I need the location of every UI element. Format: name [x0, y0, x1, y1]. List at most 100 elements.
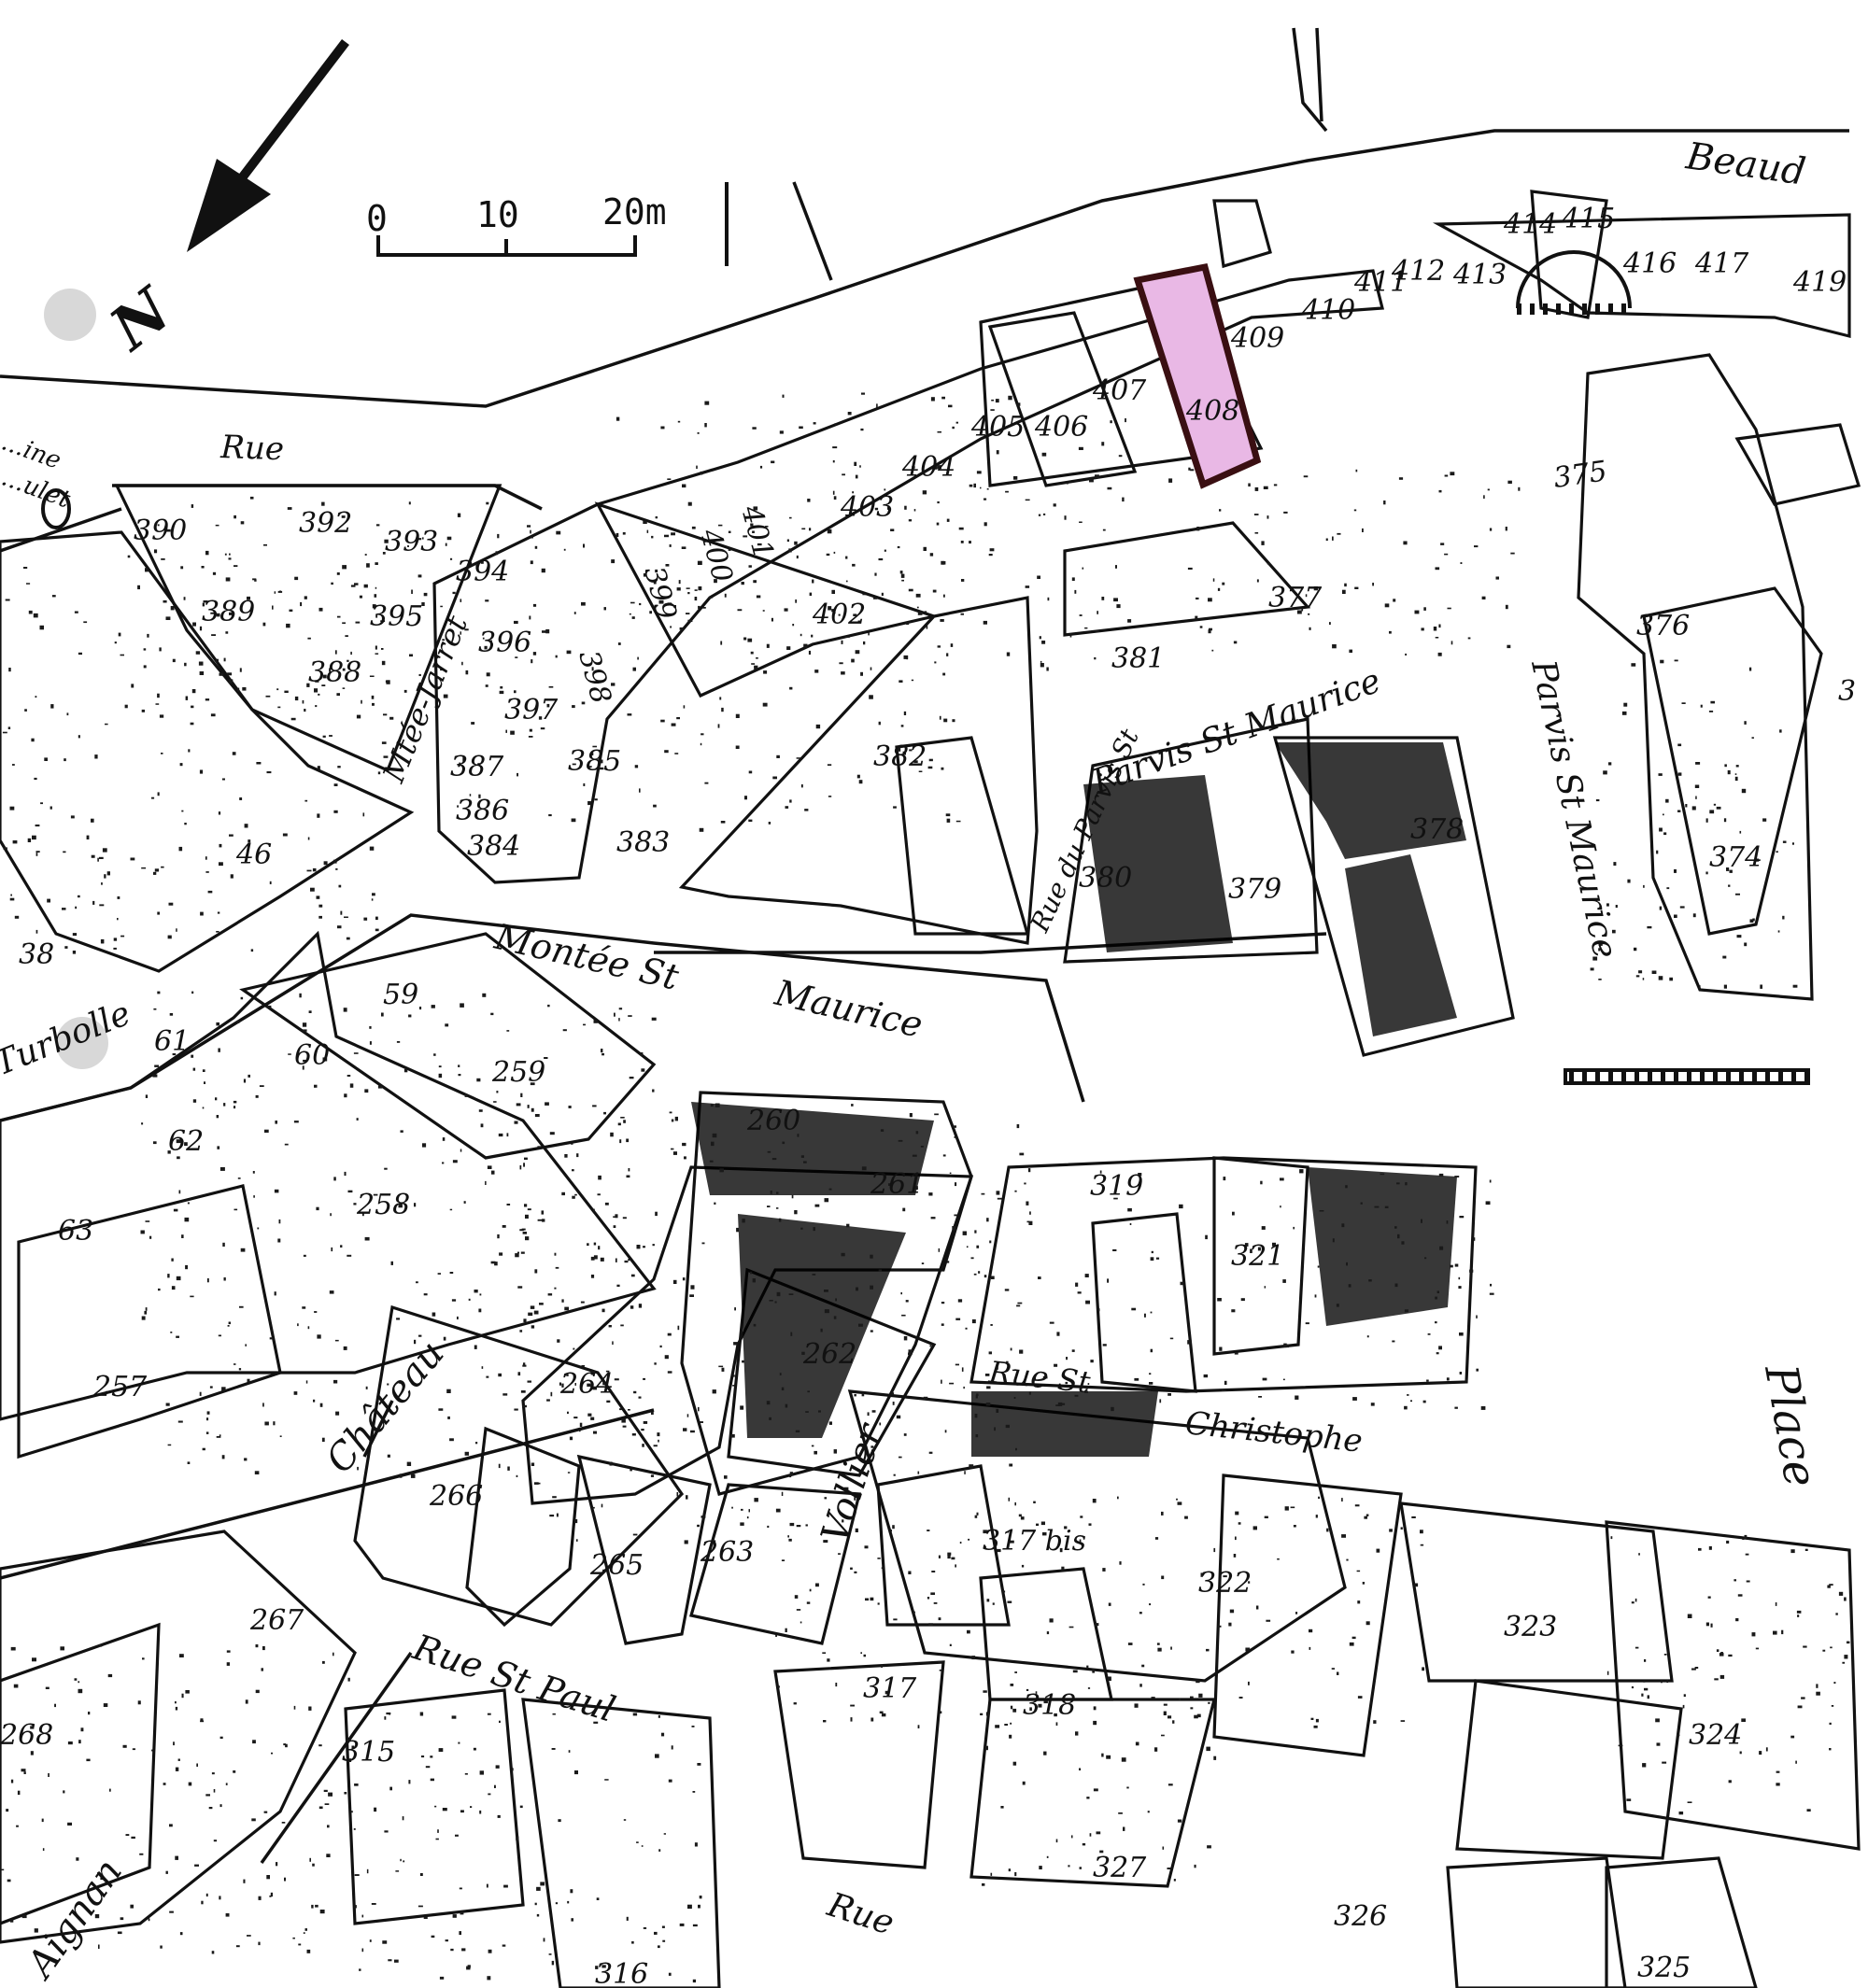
speckle-mark — [813, 1227, 815, 1232]
speckle-mark — [502, 1225, 506, 1228]
speckle-mark — [1489, 1292, 1494, 1295]
speckle-mark — [192, 1067, 196, 1071]
speckle-mark — [946, 1261, 950, 1263]
speckle-mark — [297, 1323, 299, 1327]
speckle-mark — [98, 1644, 103, 1647]
speckle-mark — [731, 1506, 733, 1509]
speckle-mark — [170, 1332, 173, 1333]
speckle-mark — [1435, 567, 1440, 571]
speckle-mark — [438, 1073, 443, 1079]
speckle-mark — [269, 881, 272, 884]
speckle-mark — [901, 1314, 906, 1317]
speckle-mark — [720, 641, 723, 645]
speckle-mark — [1608, 762, 1612, 766]
speckle-mark — [686, 1495, 688, 1500]
speckle-mark — [485, 1180, 487, 1185]
speckle-mark — [1101, 597, 1105, 600]
speckle-mark — [855, 650, 860, 655]
speckle-mark — [811, 634, 814, 638]
speckle-mark — [1079, 614, 1083, 616]
speckle-mark — [487, 1713, 491, 1715]
speckle-mark — [1254, 532, 1259, 534]
speckle-mark — [676, 1492, 679, 1497]
speckle-mark — [430, 1778, 434, 1782]
speckle-mark — [1134, 1703, 1139, 1708]
speckle-mark — [785, 1628, 787, 1632]
speckle-mark — [1013, 1397, 1016, 1399]
speckle-mark — [350, 585, 356, 587]
speckle-mark — [222, 1242, 225, 1247]
speckle-mark — [878, 721, 881, 726]
speckle-mark — [1735, 765, 1739, 768]
speckle-mark — [375, 524, 380, 527]
speckle-mark — [581, 601, 586, 606]
speckle-mark — [805, 1411, 809, 1413]
speckle-mark — [72, 933, 78, 937]
speckle-mark — [583, 1023, 586, 1026]
speckle-mark — [168, 902, 174, 906]
speckle-mark — [522, 1404, 527, 1408]
speckle-mark — [120, 654, 124, 656]
speckle-mark — [458, 1074, 461, 1077]
speckle-mark — [587, 1413, 592, 1417]
speckle-mark — [692, 1979, 696, 1983]
lot-label: 327 — [1093, 1852, 1147, 1884]
speckle-mark — [1450, 472, 1455, 476]
speckle-mark — [103, 1703, 108, 1707]
speckle-mark — [888, 1183, 891, 1186]
speckle-mark — [913, 1611, 915, 1614]
speckle-mark — [899, 571, 903, 574]
speckle-mark — [124, 704, 128, 709]
speckle-mark — [163, 1783, 166, 1785]
speckle-mark — [381, 660, 386, 666]
speckle-mark — [700, 471, 703, 475]
speckle-mark — [983, 620, 987, 625]
speckle-mark — [1280, 1205, 1281, 1208]
speckle-mark — [389, 716, 394, 720]
speckle-mark — [165, 616, 171, 620]
speckle-mark — [35, 929, 38, 934]
speckle-mark — [704, 423, 707, 428]
speckle-mark — [1213, 1547, 1216, 1553]
speckle-mark — [697, 560, 702, 565]
speckle-mark — [978, 1271, 981, 1274]
speckle-mark — [1190, 1707, 1194, 1710]
speckle-mark — [533, 1310, 539, 1315]
speckle-mark — [418, 1334, 422, 1337]
speckle-mark — [652, 1089, 655, 1093]
speckle-mark — [184, 662, 187, 667]
speckle-mark — [145, 1220, 150, 1222]
speckle-mark — [652, 1244, 655, 1247]
speckle-mark — [750, 651, 754, 655]
speckle-mark — [228, 1321, 231, 1325]
speckle-mark — [870, 1445, 874, 1448]
speckle-mark — [1796, 1610, 1802, 1614]
speckle-mark — [719, 697, 722, 700]
speckle-mark — [277, 1238, 281, 1243]
speckle-mark — [181, 1234, 184, 1238]
speckle-mark — [1061, 1566, 1065, 1571]
speckle-mark — [409, 1472, 414, 1475]
speckle-mark — [1776, 1783, 1780, 1786]
speckle-mark — [240, 996, 244, 1000]
speckle-mark — [842, 473, 845, 476]
speckle-mark — [601, 1503, 603, 1508]
speckle-mark — [478, 794, 481, 798]
speckle-mark — [247, 1378, 250, 1383]
speckle-mark — [1014, 1190, 1017, 1192]
speckle-mark — [534, 1114, 540, 1118]
speckle-mark — [514, 1121, 518, 1124]
speckle-mark — [828, 1188, 832, 1191]
speckle-mark — [229, 834, 234, 837]
speckle-mark — [1665, 798, 1669, 803]
speckle-mark — [548, 814, 552, 817]
speckle-mark — [519, 1229, 524, 1232]
speckle-mark — [1309, 1628, 1313, 1633]
rotunda-colonnade — [1513, 303, 1634, 315]
speckle-mark — [989, 1240, 992, 1244]
speckle-mark — [1510, 552, 1515, 555]
speckle-mark — [200, 1718, 204, 1722]
speckle-mark — [555, 1266, 559, 1269]
speckle-mark — [1004, 1289, 1010, 1291]
speckle-mark — [1059, 1547, 1063, 1553]
